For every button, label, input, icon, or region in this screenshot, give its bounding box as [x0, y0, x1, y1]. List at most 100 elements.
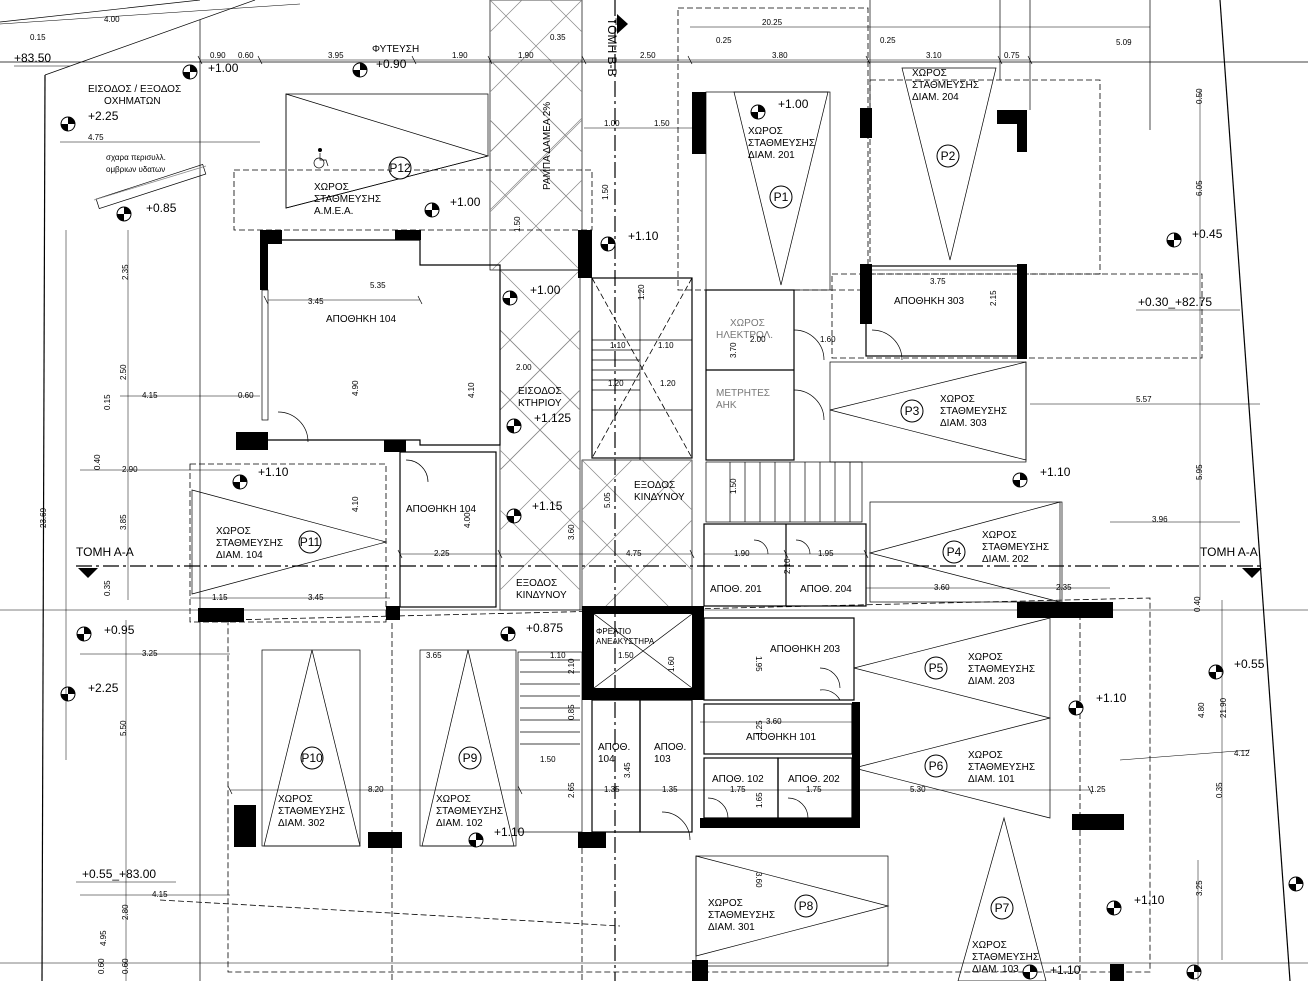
level-text: +0.55: [1234, 657, 1265, 671]
space-label: ΔΙΑΜ. 203: [968, 676, 1015, 687]
level-text: +1.10: [628, 229, 659, 243]
space-label: ΔΙΑΜ. 101: [968, 774, 1015, 785]
label-elevator-shaft: ΦΡΕΑΤΙΟ: [596, 627, 631, 636]
dimension-value: 4.10: [351, 496, 360, 512]
dimension-value: 3.25: [142, 649, 158, 658]
space-label: ΣΤΑΘΜΕΥΣΗΣ: [708, 910, 775, 921]
level-marker-symbol: [76, 626, 92, 642]
level-marker-symbol: [424, 202, 440, 218]
space-label: ΔΙΑΜ. 301: [708, 922, 755, 933]
dimension-value: 1.50: [540, 755, 556, 764]
space-id: P8: [799, 899, 814, 913]
dimension-value: 2.65: [567, 782, 576, 798]
dimension-value: 1.90: [734, 549, 750, 558]
space-label: Α.Μ.Ε.Α.: [314, 206, 353, 217]
dimension-value: 1.95: [754, 656, 763, 672]
dimension-value: 1.35: [662, 785, 678, 794]
level-text: +0.90: [376, 57, 407, 71]
dimension-value: 1.50: [601, 184, 610, 200]
space-label: ΔΙΑΜ. 102: [436, 818, 483, 829]
dimension-value: 1.50: [729, 478, 738, 494]
level-text: +2.25: [88, 681, 119, 695]
dimension-value: 0.40: [1193, 596, 1202, 612]
dimension-value: 2.25: [434, 549, 450, 558]
label-emergency-exit: ΕΞΟΔΟΣ: [516, 578, 557, 589]
dimension-value: 0.15: [30, 33, 46, 42]
label-emergency-exit: ΚΙΝΔΥΝΟΥ: [634, 492, 685, 503]
dimension-value: 3.60: [754, 872, 763, 888]
dimension-value: 0.60: [97, 958, 106, 974]
parking-space-p7: P7 ΧΩΡΟΣ ΣΤΑΘΜΕΥΣΗΣ ΔΙΑΜ. 103: [972, 896, 1039, 975]
parking-space-p3: P3 ΧΩΡΟΣ ΣΤΑΘΜΕΥΣΗΣ ΔΙΑΜ. 303: [900, 394, 1007, 429]
dimension-value: 0.75: [1004, 51, 1020, 60]
dimension-value: 4.15: [142, 391, 158, 400]
dimension-value: 1.20: [660, 379, 676, 388]
level-text: +1.10: [494, 825, 525, 839]
label-storage: ΑΠΟΘΗΚΗ 101: [746, 732, 816, 743]
space-id: P6: [929, 759, 944, 773]
dimension-value: 3.45: [308, 593, 324, 602]
wheelchair-icon: [313, 148, 329, 169]
space-label: ΧΩΡΟΣ: [968, 652, 1003, 663]
level-text: +1.10: [1134, 893, 1165, 907]
dimension-value: 2.80: [121, 904, 130, 920]
label-storage: ΑΠΟΘΗΚΗ 104: [326, 314, 396, 325]
dimension-value: 3.25: [1195, 880, 1204, 896]
parking-space-p10: P10 ΧΩΡΟΣ ΣΤΑΘΜΕΥΣΗΣ ΔΙΑΜ. 302: [278, 746, 345, 829]
dimension-value: 1.65: [755, 792, 764, 808]
dimension-value: 21.90: [1219, 697, 1228, 718]
level-text: +1.125: [534, 411, 571, 425]
dimension-value: 1.10: [658, 341, 674, 350]
dimension-value: 1.10: [550, 651, 566, 660]
space-label: ΔΙΑΜ. 202: [982, 554, 1029, 565]
dimension-value: 1.60: [820, 335, 836, 344]
level-marker-symbol: [116, 206, 132, 222]
parking-space-p6: P6 ΧΩΡΟΣ ΣΤΑΘΜΕΥΣΗΣ ΔΙΑΜ. 101: [924, 750, 1035, 785]
dimension-value: 4.75: [626, 549, 642, 558]
level-marker-symbol: [60, 116, 76, 132]
label-storage: 104: [598, 754, 615, 765]
dimension-value: 3.45: [308, 297, 324, 306]
dimension-value: 4.75: [88, 133, 104, 142]
label-grate: ομβριων υδατων: [106, 165, 165, 174]
space-label: ΔΙΑΜ. 204: [912, 92, 959, 103]
dimension-lines: [0, 3, 1260, 981]
dimension-value: 0.40: [93, 454, 102, 470]
label-grate: σχαρα περισυλλ.: [106, 153, 166, 162]
label-vehicle-entrance: ΕΙΣΟΔΟΣ / ΕΞΟΔΟΣ: [88, 84, 181, 95]
level-text: +0.95: [104, 623, 135, 637]
area-labels: ΕΙΣΟΔΟΣ / ΕΞΟΔΟΣ ΟΧΗΜΑΤΩΝ ΦΥΤΕΥΣΗ σχαρα …: [76, 18, 1258, 785]
label-vehicle-entrance: ΟΧΗΜΑΤΩΝ: [104, 96, 161, 107]
dimension-value: 1.90: [452, 51, 468, 60]
dimension-value: 4.15: [152, 890, 168, 899]
dimension-value: 5.30: [910, 785, 926, 794]
level-marker-symbol: [1068, 700, 1084, 716]
ramp-hatch: [489, 0, 693, 611]
dimension-value: 1.25: [755, 720, 764, 736]
level-text: +0.875: [526, 621, 563, 635]
level-texts: +83.50 +1.00 +0.90 +2.25 +0.85 +1.00 +1.…: [14, 51, 1265, 977]
level-text: +1.00: [778, 97, 809, 111]
parking-space-p4: P4 ΧΩΡΟΣ ΣΤΑΘΜΕΥΣΗΣ ΔΙΑΜ. 202: [942, 530, 1049, 565]
dimension-value: 8.20: [368, 785, 384, 794]
space-label: ΣΤΑΘΜΕΥΣΗΣ: [278, 806, 345, 817]
label-storage: ΑΠΟΘΗΚΗ 203: [770, 644, 840, 655]
space-label: ΔΙΑΜ. 104: [216, 550, 263, 561]
label-emergency-exit: ΚΙΝΔΥΝΟΥ: [516, 590, 567, 601]
level-marker-symbol: [182, 64, 198, 80]
level-marker-symbol: [750, 104, 766, 120]
dimension-value: 6.05: [1195, 180, 1204, 196]
level-marker-symbol: [1186, 964, 1202, 980]
space-id: P3: [905, 404, 920, 418]
level-text: +0.55_+83.00: [82, 867, 156, 881]
space-id: P12: [389, 161, 411, 175]
space-label: ΣΤΑΘΜΕΥΣΗΣ: [216, 538, 283, 549]
space-id: P5: [929, 661, 944, 675]
label-electrical: ΗΛΕΚΤΡΟΛ.: [716, 330, 773, 341]
space-label: ΣΤΑΘΜΕΥΣΗΣ: [314, 194, 381, 205]
level-text: +0.30_+82.75: [1138, 295, 1212, 309]
dimension-value: 0.60: [238, 51, 254, 60]
space-id: P10: [301, 751, 323, 765]
dimension-value: 2.35: [1056, 583, 1072, 592]
